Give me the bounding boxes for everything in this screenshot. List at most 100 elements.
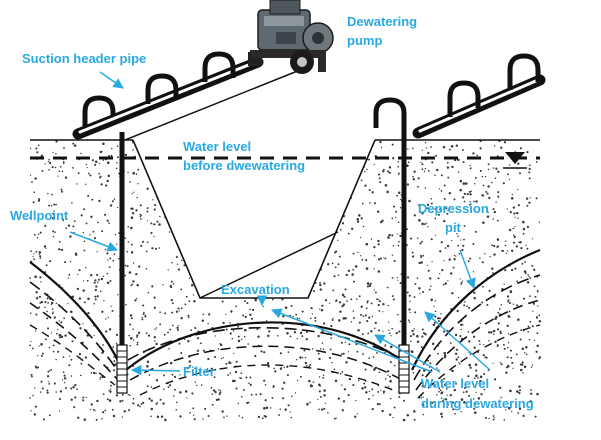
soil-dot [443,184,446,187]
soil-dot [98,199,101,203]
soil-dot [413,418,416,421]
soil-dot [319,385,321,387]
soil-dot [516,280,518,283]
soil-dot [438,188,441,190]
label-water-level-before-line1: Water level [183,139,251,154]
soil-dot [72,167,74,169]
soil-dot [522,414,525,418]
soil-dot [388,166,392,169]
soil-dot [424,167,427,170]
soil-dot [171,311,174,314]
soil-dot [528,338,531,341]
soil-dot [263,379,266,382]
soil-dot [534,415,537,418]
soil-dot [167,269,169,271]
soil-dot [39,257,42,260]
soil-dot [136,334,139,337]
soil-dot [367,332,370,335]
soil-dot [319,395,322,398]
soil-dot [443,260,445,262]
soil-dot [499,330,502,333]
soil-dot [59,390,63,393]
soil-dot [419,292,421,295]
soil-dot [63,317,66,320]
soil-dot [131,142,134,144]
soil-dot [51,217,54,220]
soil-dot [322,374,325,376]
soil-dot [510,249,514,253]
soil-dot [136,335,138,338]
soil-dot [48,383,51,385]
soil-dot [449,394,452,397]
soil-dot [376,351,378,354]
soil-dot [141,240,145,243]
soil-dot [446,403,449,406]
soil-dot [435,154,438,157]
soil-dot [229,321,231,324]
soil-dot [104,248,107,251]
soil-dot [127,393,130,396]
soil-dot [77,416,80,419]
soil-dot [434,310,437,313]
soil-dot [180,259,183,262]
soil-dot [95,285,98,288]
soil-dot [503,347,506,350]
soil-dot [496,238,500,241]
soil-dot [347,232,350,235]
soil-dot [51,193,53,196]
soil-dot [132,149,134,151]
soil-dot [97,221,99,224]
soil-dot [368,316,371,319]
soil-dot [454,333,458,337]
soil-dot [232,330,235,332]
soil-dot [320,308,324,312]
soil-dot [112,259,115,262]
soil-dot [96,295,99,298]
soil-dot [434,217,437,220]
soil-dot [528,275,530,277]
soil-dot [230,310,233,313]
soil-dot [186,368,189,370]
soil-dot [93,334,95,336]
soil-dot [448,206,451,209]
soil-dot [35,250,38,253]
soil-dot [366,320,369,323]
soil-dot [384,345,386,348]
soil-dot [443,219,446,223]
soil-dot [512,367,514,369]
soil-dot [100,277,104,281]
soil-dot [472,335,476,338]
soil-dot [456,309,459,313]
soil-dot [58,410,61,412]
soil-dot [278,414,281,416]
soil-dot [229,332,232,335]
soil-dot [363,386,367,389]
soil-dot [387,385,390,387]
soil-dot [488,417,490,420]
soil-dot [536,289,539,292]
soil-dot [324,402,326,404]
soil-dot [38,253,40,256]
label-wellpoint: Wellpoint [10,208,69,223]
soil-dot [153,306,157,309]
soil-dot [99,176,101,179]
soil-dot [514,216,516,218]
soil-dot [124,237,127,239]
soil-dot [375,298,378,300]
soil-dot [62,219,65,222]
soil-dot [132,262,135,264]
soil-dot [504,409,507,411]
soil-dot [421,328,424,331]
label-excavation: Excavation [221,282,290,297]
soil-dot [504,240,507,243]
soil-dot [67,224,71,227]
soil-dot [377,390,380,393]
soil-dot [78,353,82,356]
soil-dot [129,344,131,347]
soil-dot [44,224,47,227]
soil-dot [410,350,413,352]
soil-dot [116,243,118,245]
soil-dot [391,254,394,256]
soil-dot [131,192,133,195]
soil-dot [446,161,449,164]
